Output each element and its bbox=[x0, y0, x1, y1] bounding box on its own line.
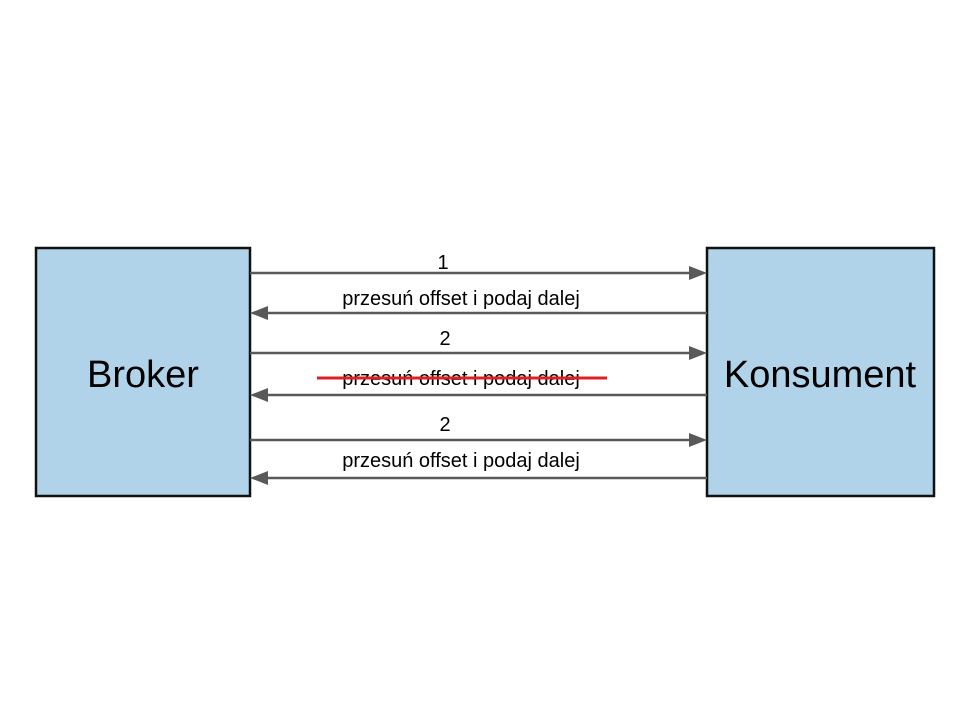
message-arrow: przesuń offset i podaj dalej bbox=[250, 450, 707, 485]
arrow-head-icon bbox=[250, 471, 268, 485]
message-label: przesuń offset i podaj dalej bbox=[342, 450, 580, 472]
arrow-head-icon bbox=[250, 388, 268, 402]
message-label: 1 bbox=[437, 252, 448, 274]
message-label: 2 bbox=[439, 328, 450, 350]
arrow-head-icon bbox=[689, 433, 707, 447]
broker-box bbox=[34, 246, 252, 498]
message-arrow: przesuń offset i podaj dalej bbox=[250, 288, 707, 320]
arrow-head-icon bbox=[689, 346, 707, 360]
broker-label: Broker bbox=[87, 354, 199, 396]
message-arrow: 1 bbox=[250, 252, 707, 280]
consumer-node: Konsument bbox=[705, 246, 936, 498]
arrow-head-icon bbox=[689, 266, 707, 280]
arrow-head-icon bbox=[250, 306, 268, 320]
message-arrow-cancelled: przesuń offset i podaj dalej bbox=[250, 368, 707, 402]
message-label: przesuń offset i podaj dalej bbox=[342, 288, 580, 310]
message-arrow: 2 bbox=[250, 328, 707, 360]
consumer-label: Konsument bbox=[724, 354, 917, 396]
message-arrow: 2 bbox=[250, 414, 707, 447]
consumer-box bbox=[705, 246, 936, 498]
message-label: 2 bbox=[439, 414, 450, 436]
broker-node: Broker bbox=[34, 246, 252, 498]
